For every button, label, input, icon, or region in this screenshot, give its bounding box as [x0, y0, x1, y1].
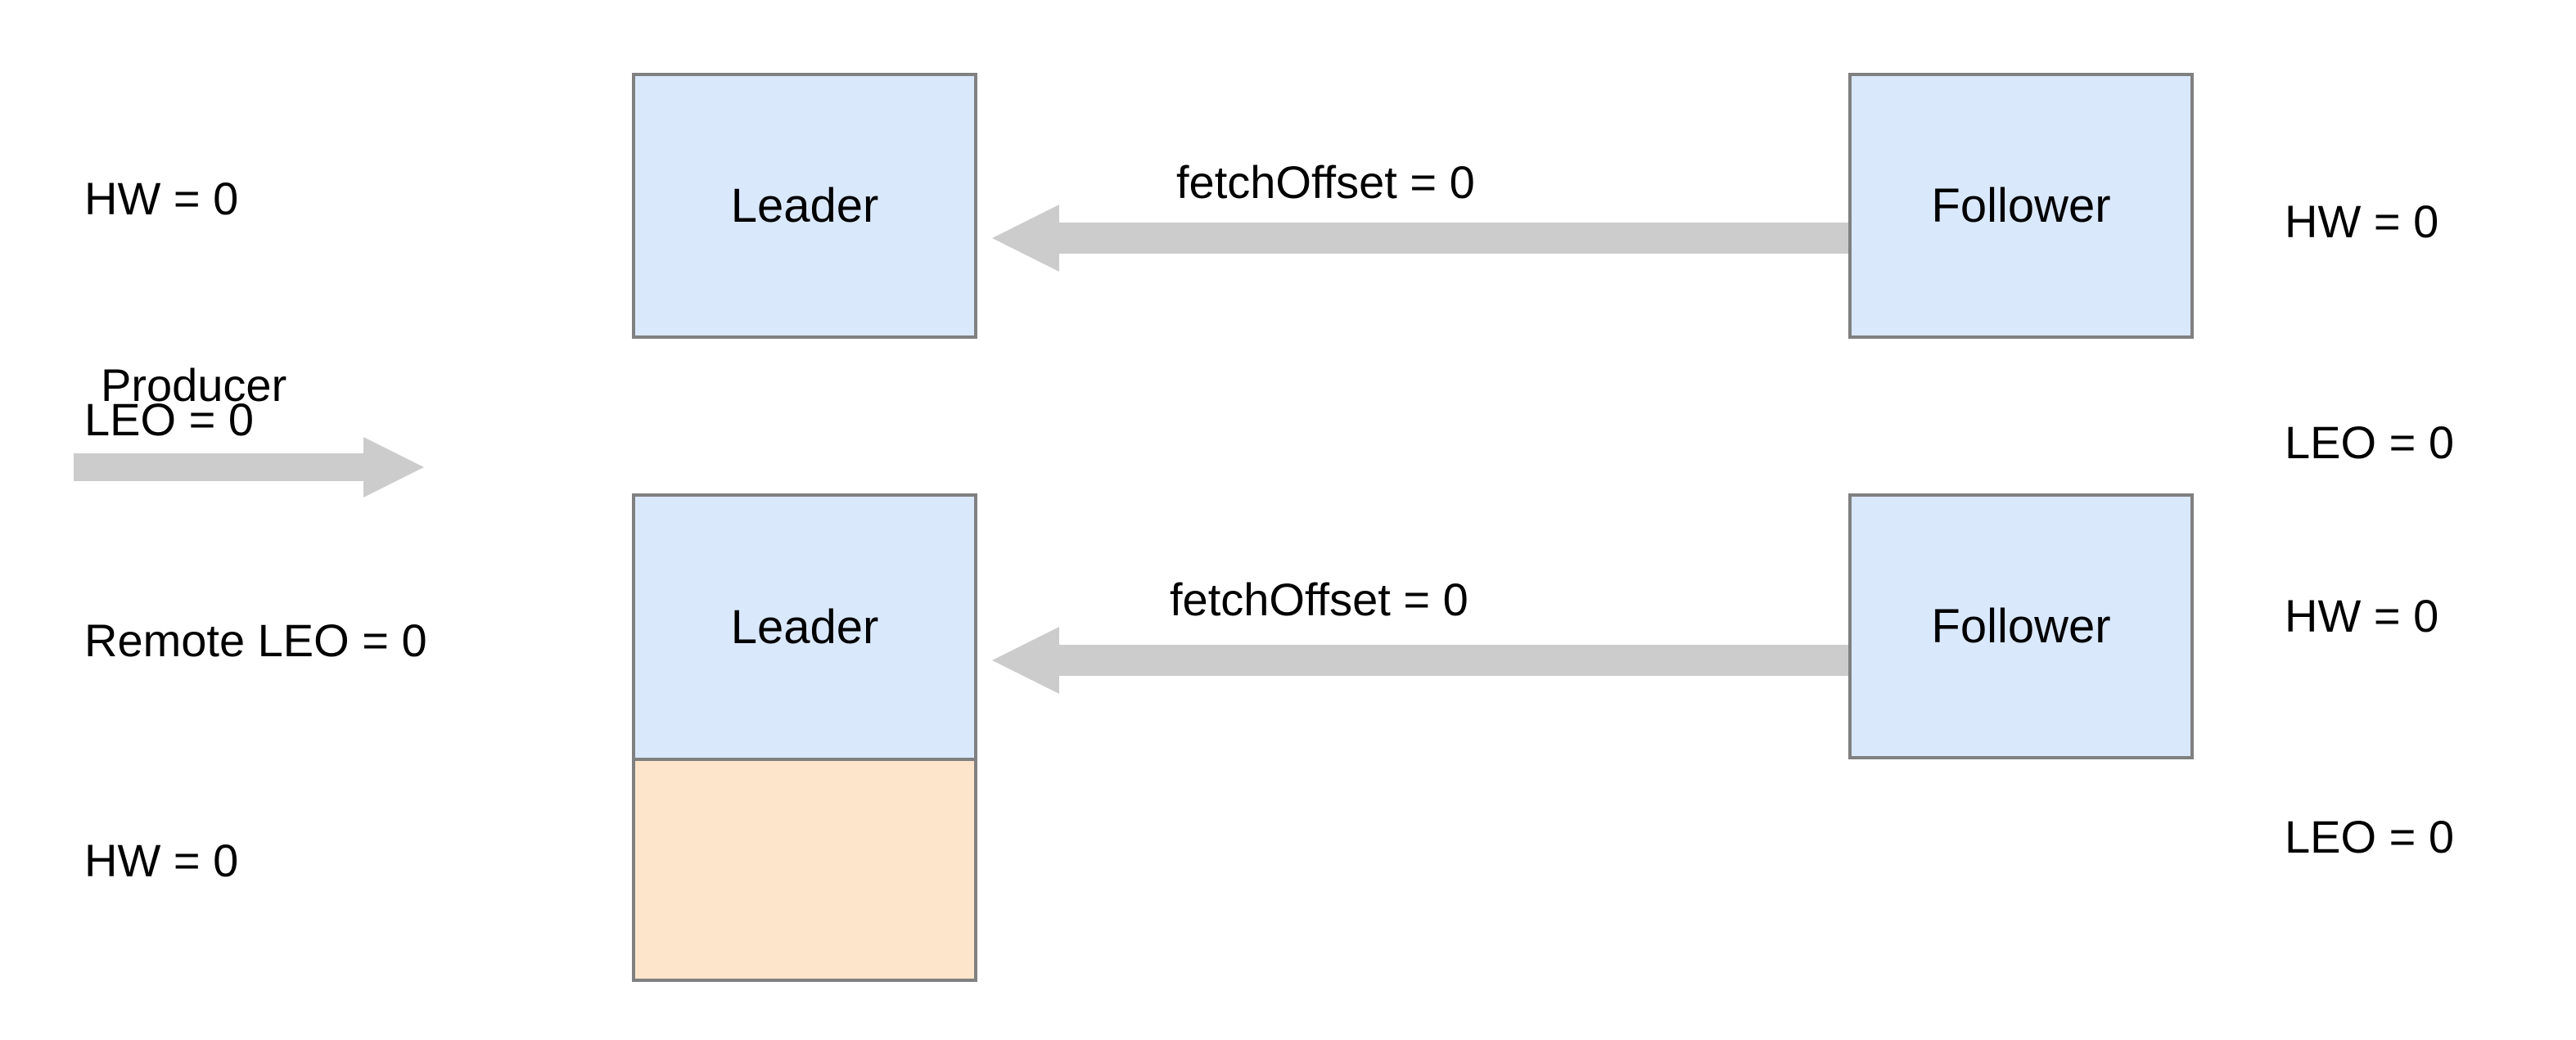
leader-state-label-top: HW = 0 LEO = 0 Remote LEO = 0: [84, 15, 427, 825]
follower-box-bottom-label: Follower: [1931, 599, 2111, 653]
leader-state-line-remote-leo: Remote LEO = 0: [84, 615, 427, 666]
follower-box-top[interactable]: Follower: [1848, 73, 2194, 339]
leader-box-bottom-replicated[interactable]: Leader: [632, 493, 977, 761]
leader-state-line-leo: LEO = 0: [84, 394, 255, 445]
follower-state-bottom-line-hw: HW = 0: [2285, 590, 2439, 642]
leader-box-top-label: Leader: [730, 178, 879, 232]
follower-state-bottom-line-leo: LEO = 0: [2285, 811, 2455, 862]
follower-state-line-hw: HW = 0: [2285, 196, 2439, 247]
fetch-arrow-top: [992, 205, 1848, 272]
fetch-offset-label-top: fetchOffset = 0: [1176, 156, 1475, 208]
producer-arrow: [74, 437, 424, 497]
producer-label: Producer: [101, 359, 287, 411]
follower-state-label-bottom: HW = 0 LEO = 0: [2285, 432, 2454, 1021]
follower-box-top-label: Follower: [1931, 178, 2111, 232]
follower-state-line-leo: LEO = 0: [2285, 416, 2455, 468]
follower-box-bottom[interactable]: Follower: [1848, 493, 2194, 759]
leader-box-bottom-unreplicated-segment: [632, 761, 977, 982]
fetch-offset-label-bottom: fetchOffset = 0: [1170, 574, 1468, 625]
leader-state-line-hw: HW = 0: [84, 173, 239, 224]
leader-state-label-bottom: HW = 0 Remote LEO = 0: [84, 677, 427, 1040]
fetch-arrow-bottom: [992, 627, 1848, 694]
leader-box-bottom-label: Leader: [730, 600, 879, 654]
follower-state-label-top: HW = 0 LEO = 0: [2285, 38, 2454, 627]
leader-box-top[interactable]: Leader: [632, 73, 977, 339]
leader-state-bottom-line-hw: HW = 0: [84, 835, 239, 886]
leader-box-bottom[interactable]: Leader: [632, 493, 977, 982]
